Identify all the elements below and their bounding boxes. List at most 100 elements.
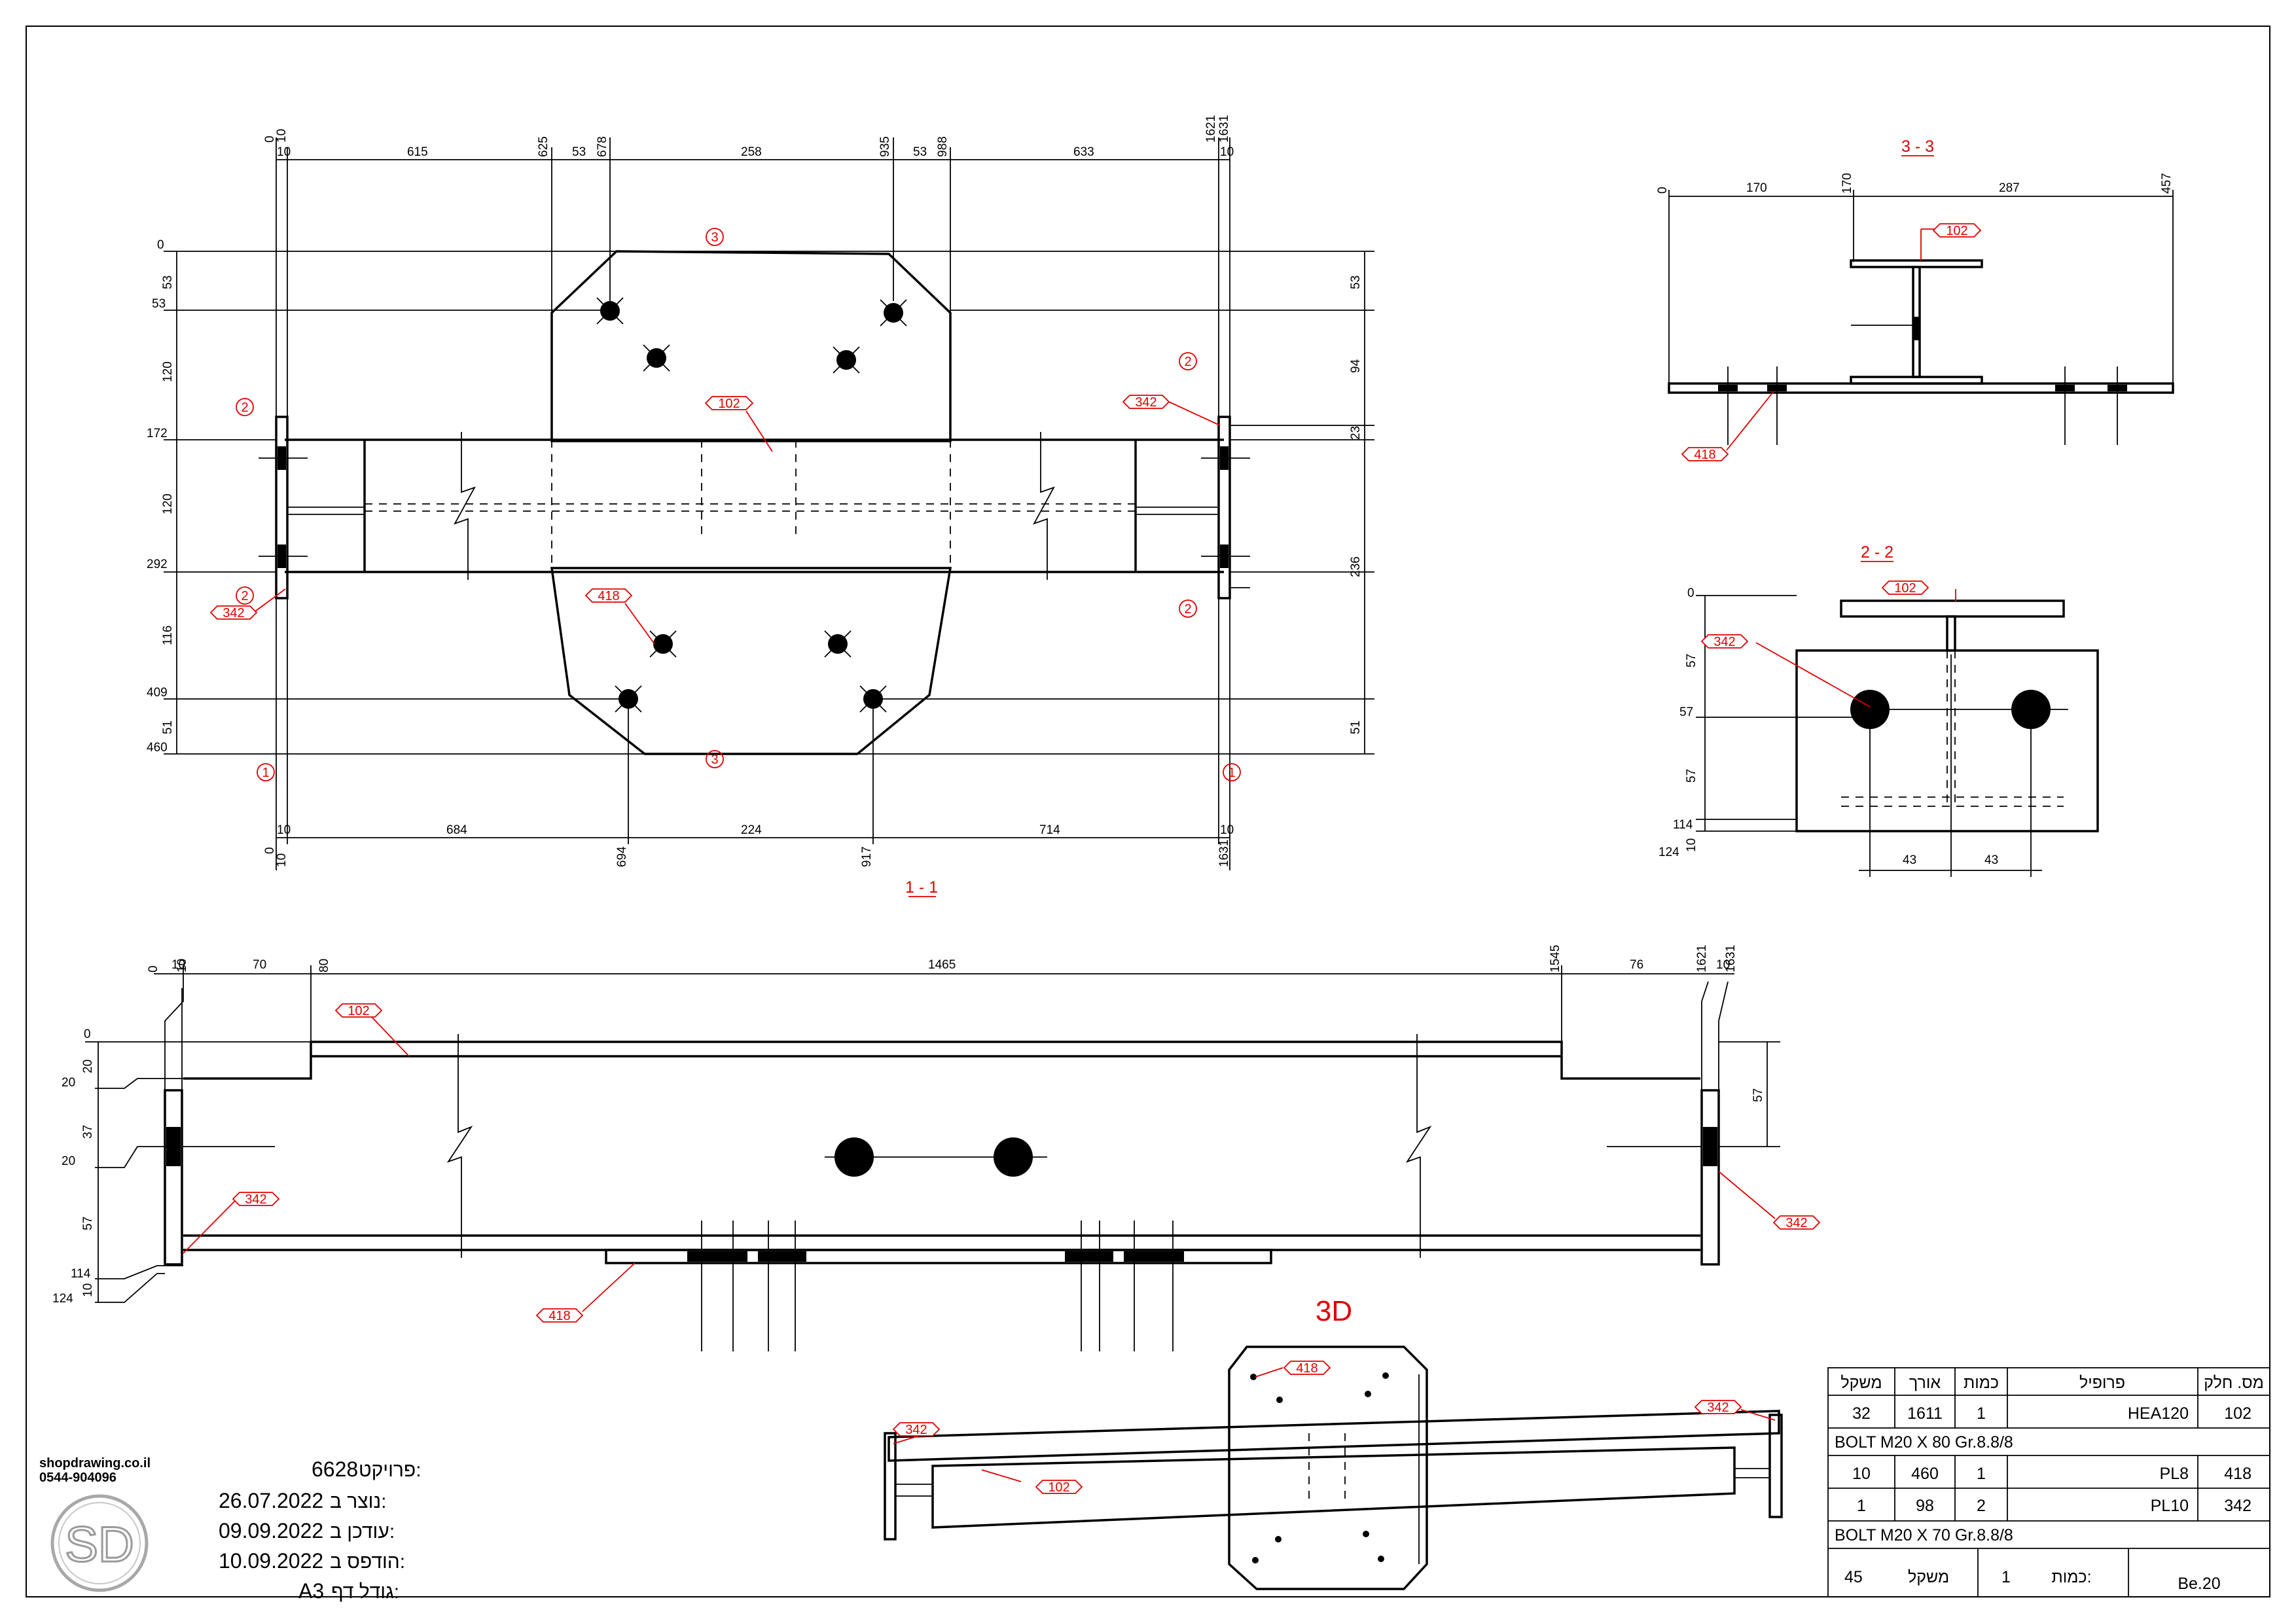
- svg-text:625: 625: [537, 136, 550, 157]
- project-info: 6628 פרויקט: 26.07.2022 נוצר ב: 09.09.20…: [219, 1457, 422, 1603]
- svg-text:342: 342: [1713, 635, 1735, 649]
- svg-text:43: 43: [1984, 853, 1998, 867]
- quantity-value: 1: [2001, 1568, 2011, 1586]
- svg-text:0: 0: [1656, 187, 1670, 194]
- svg-text:51: 51: [161, 721, 175, 734]
- svg-text:09.09.2022: 09.09.2022: [219, 1519, 323, 1543]
- svg-text:0: 0: [263, 135, 277, 143]
- svg-text:HEA120: HEA120: [2128, 1404, 2189, 1423]
- svg-text:102: 102: [1946, 224, 1967, 238]
- svg-text:2: 2: [1184, 602, 1191, 616]
- svg-text:418: 418: [2224, 1465, 2251, 1483]
- svg-text:57: 57: [1679, 705, 1693, 719]
- title-block: משקל אורך כמות פרופיל מס. חלק 32 1611 1 …: [1827, 1367, 2270, 1597]
- view-title-2-2: 2 - 2: [1861, 543, 1893, 562]
- elevation-left-dimensions: 0 20 20 114 124 20 37 57 10: [52, 1027, 95, 1306]
- plan-right-dimensions: 53 94 23 236 51: [1349, 276, 1363, 734]
- svg-text:2: 2: [1977, 1497, 1986, 1515]
- svg-text:3: 3: [711, 230, 718, 245]
- svg-text:342: 342: [1135, 395, 1157, 410]
- bolt-holes-plan: [600, 301, 903, 709]
- svg-text:10.09.2022: 10.09.2022: [219, 1549, 323, 1573]
- sheet-border: [26, 26, 2270, 1597]
- svg-text:10: 10: [1685, 838, 1698, 852]
- view-title-3d: 3D: [1316, 1295, 1352, 1327]
- svg-text:0: 0: [157, 238, 164, 252]
- svg-text:אורך: אורך: [1909, 1374, 1941, 1392]
- svg-text:20: 20: [62, 1154, 75, 1168]
- bolt-row: BOLT M20 X 80 Gr.8.8/8: [1835, 1433, 2013, 1452]
- svg-text:10: 10: [81, 1283, 95, 1297]
- svg-text:PL8: PL8: [2160, 1465, 2189, 1483]
- svg-text:917: 917: [860, 846, 874, 867]
- bom-table: משקל אורך כמות פרופיל מס. חלק 32 1611 1 …: [1835, 1374, 2264, 1544]
- svg-text:935: 935: [878, 136, 892, 157]
- svg-text:10: 10: [275, 129, 289, 143]
- svg-text:SD: SD: [65, 1517, 134, 1573]
- svg-text:עודכן ב:: עודכן ב:: [330, 1521, 395, 1543]
- svg-text:10: 10: [175, 959, 189, 972]
- svg-text:גודל דף:: גודל דף:: [331, 1581, 399, 1603]
- svg-text:342: 342: [1707, 1400, 1729, 1415]
- svg-text:102: 102: [1894, 581, 1916, 596]
- svg-text:53: 53: [913, 145, 927, 159]
- svg-text:20: 20: [62, 1076, 75, 1090]
- svg-text:102: 102: [348, 1004, 369, 1018]
- svg-text:0: 0: [84, 1027, 91, 1041]
- svg-text:הודפס ב:: הודפס ב:: [330, 1551, 405, 1573]
- svg-text:6628: 6628: [312, 1457, 358, 1481]
- total-weight-value: 45: [1844, 1568, 1863, 1586]
- section-3-3: 3 - 3 0 170 457 170 287 102 418: [1656, 137, 2174, 462]
- view-title-1-1: 1 - 1: [905, 878, 938, 897]
- svg-text:633: 633: [1073, 145, 1094, 159]
- svg-text:1465: 1465: [928, 958, 956, 972]
- svg-text:0: 0: [147, 965, 160, 972]
- svg-text:615: 615: [407, 145, 428, 159]
- company-phone: 0544-904096: [39, 1471, 117, 1485]
- svg-text:37: 37: [81, 1125, 95, 1139]
- svg-text:1: 1: [1977, 1465, 1986, 1483]
- plan-bottom-dimensions: 0 10 694 917 1631 10 684 224 714 10: [263, 823, 1234, 867]
- svg-text:1: 1: [1857, 1497, 1866, 1515]
- svg-text:10: 10: [1716, 958, 1730, 972]
- svg-text:53: 53: [152, 297, 166, 311]
- svg-text:10: 10: [1852, 1465, 1871, 1483]
- company-info: shopdrawing.co.il 0544-904096 SD: [39, 1456, 151, 1592]
- svg-text:342: 342: [2224, 1497, 2251, 1515]
- svg-text:236: 236: [1349, 556, 1363, 577]
- view-3d: 3D 418 342 342 102: [884, 1295, 1783, 1590]
- table-row: 32 1611 1 HEA120 102: [1852, 1404, 2251, 1423]
- svg-text:נוצר ב:: נוצר ב:: [330, 1491, 386, 1512]
- svg-text:76: 76: [1630, 958, 1643, 972]
- svg-text:124: 124: [52, 1292, 73, 1306]
- bolt-row: BOLT M20 X 70 Gr.8.8/8: [1835, 1526, 2013, 1544]
- svg-text:342: 342: [1785, 1216, 1807, 1230]
- svg-text:170: 170: [1840, 173, 1854, 194]
- total-weight-label: משקל: [1908, 1568, 1949, 1586]
- svg-text:משקל: משקל: [1840, 1374, 1882, 1392]
- plan-view: 0 10 625 678 935 988 1621 1631 10 615 53…: [147, 115, 1374, 897]
- svg-text:57: 57: [1751, 1088, 1765, 1102]
- svg-text:פרויקט:: פרויקט:: [359, 1459, 422, 1481]
- svg-text:2: 2: [241, 401, 248, 415]
- svg-text:3: 3: [711, 753, 718, 767]
- svg-text:57: 57: [81, 1217, 95, 1230]
- table-row: 1 98 2 PL10 342: [1857, 1497, 2251, 1515]
- svg-text:43: 43: [1903, 853, 1916, 867]
- svg-text:53: 53: [572, 145, 586, 159]
- svg-text:1631: 1631: [1217, 840, 1231, 867]
- svg-text:57: 57: [1685, 769, 1698, 783]
- svg-text:0: 0: [263, 847, 277, 854]
- svg-text:70: 70: [253, 958, 266, 972]
- svg-text:102: 102: [1048, 1480, 1069, 1495]
- svg-text:170: 170: [1746, 181, 1767, 195]
- svg-text:1631: 1631: [1217, 115, 1231, 143]
- svg-text:102: 102: [718, 397, 740, 411]
- svg-text:457: 457: [2160, 173, 2174, 194]
- svg-text:A3: A3: [298, 1579, 324, 1603]
- svg-text:23: 23: [1349, 426, 1363, 440]
- company-logo: SD: [50, 1494, 149, 1592]
- svg-text:418: 418: [598, 589, 619, 603]
- svg-text:292: 292: [147, 558, 168, 571]
